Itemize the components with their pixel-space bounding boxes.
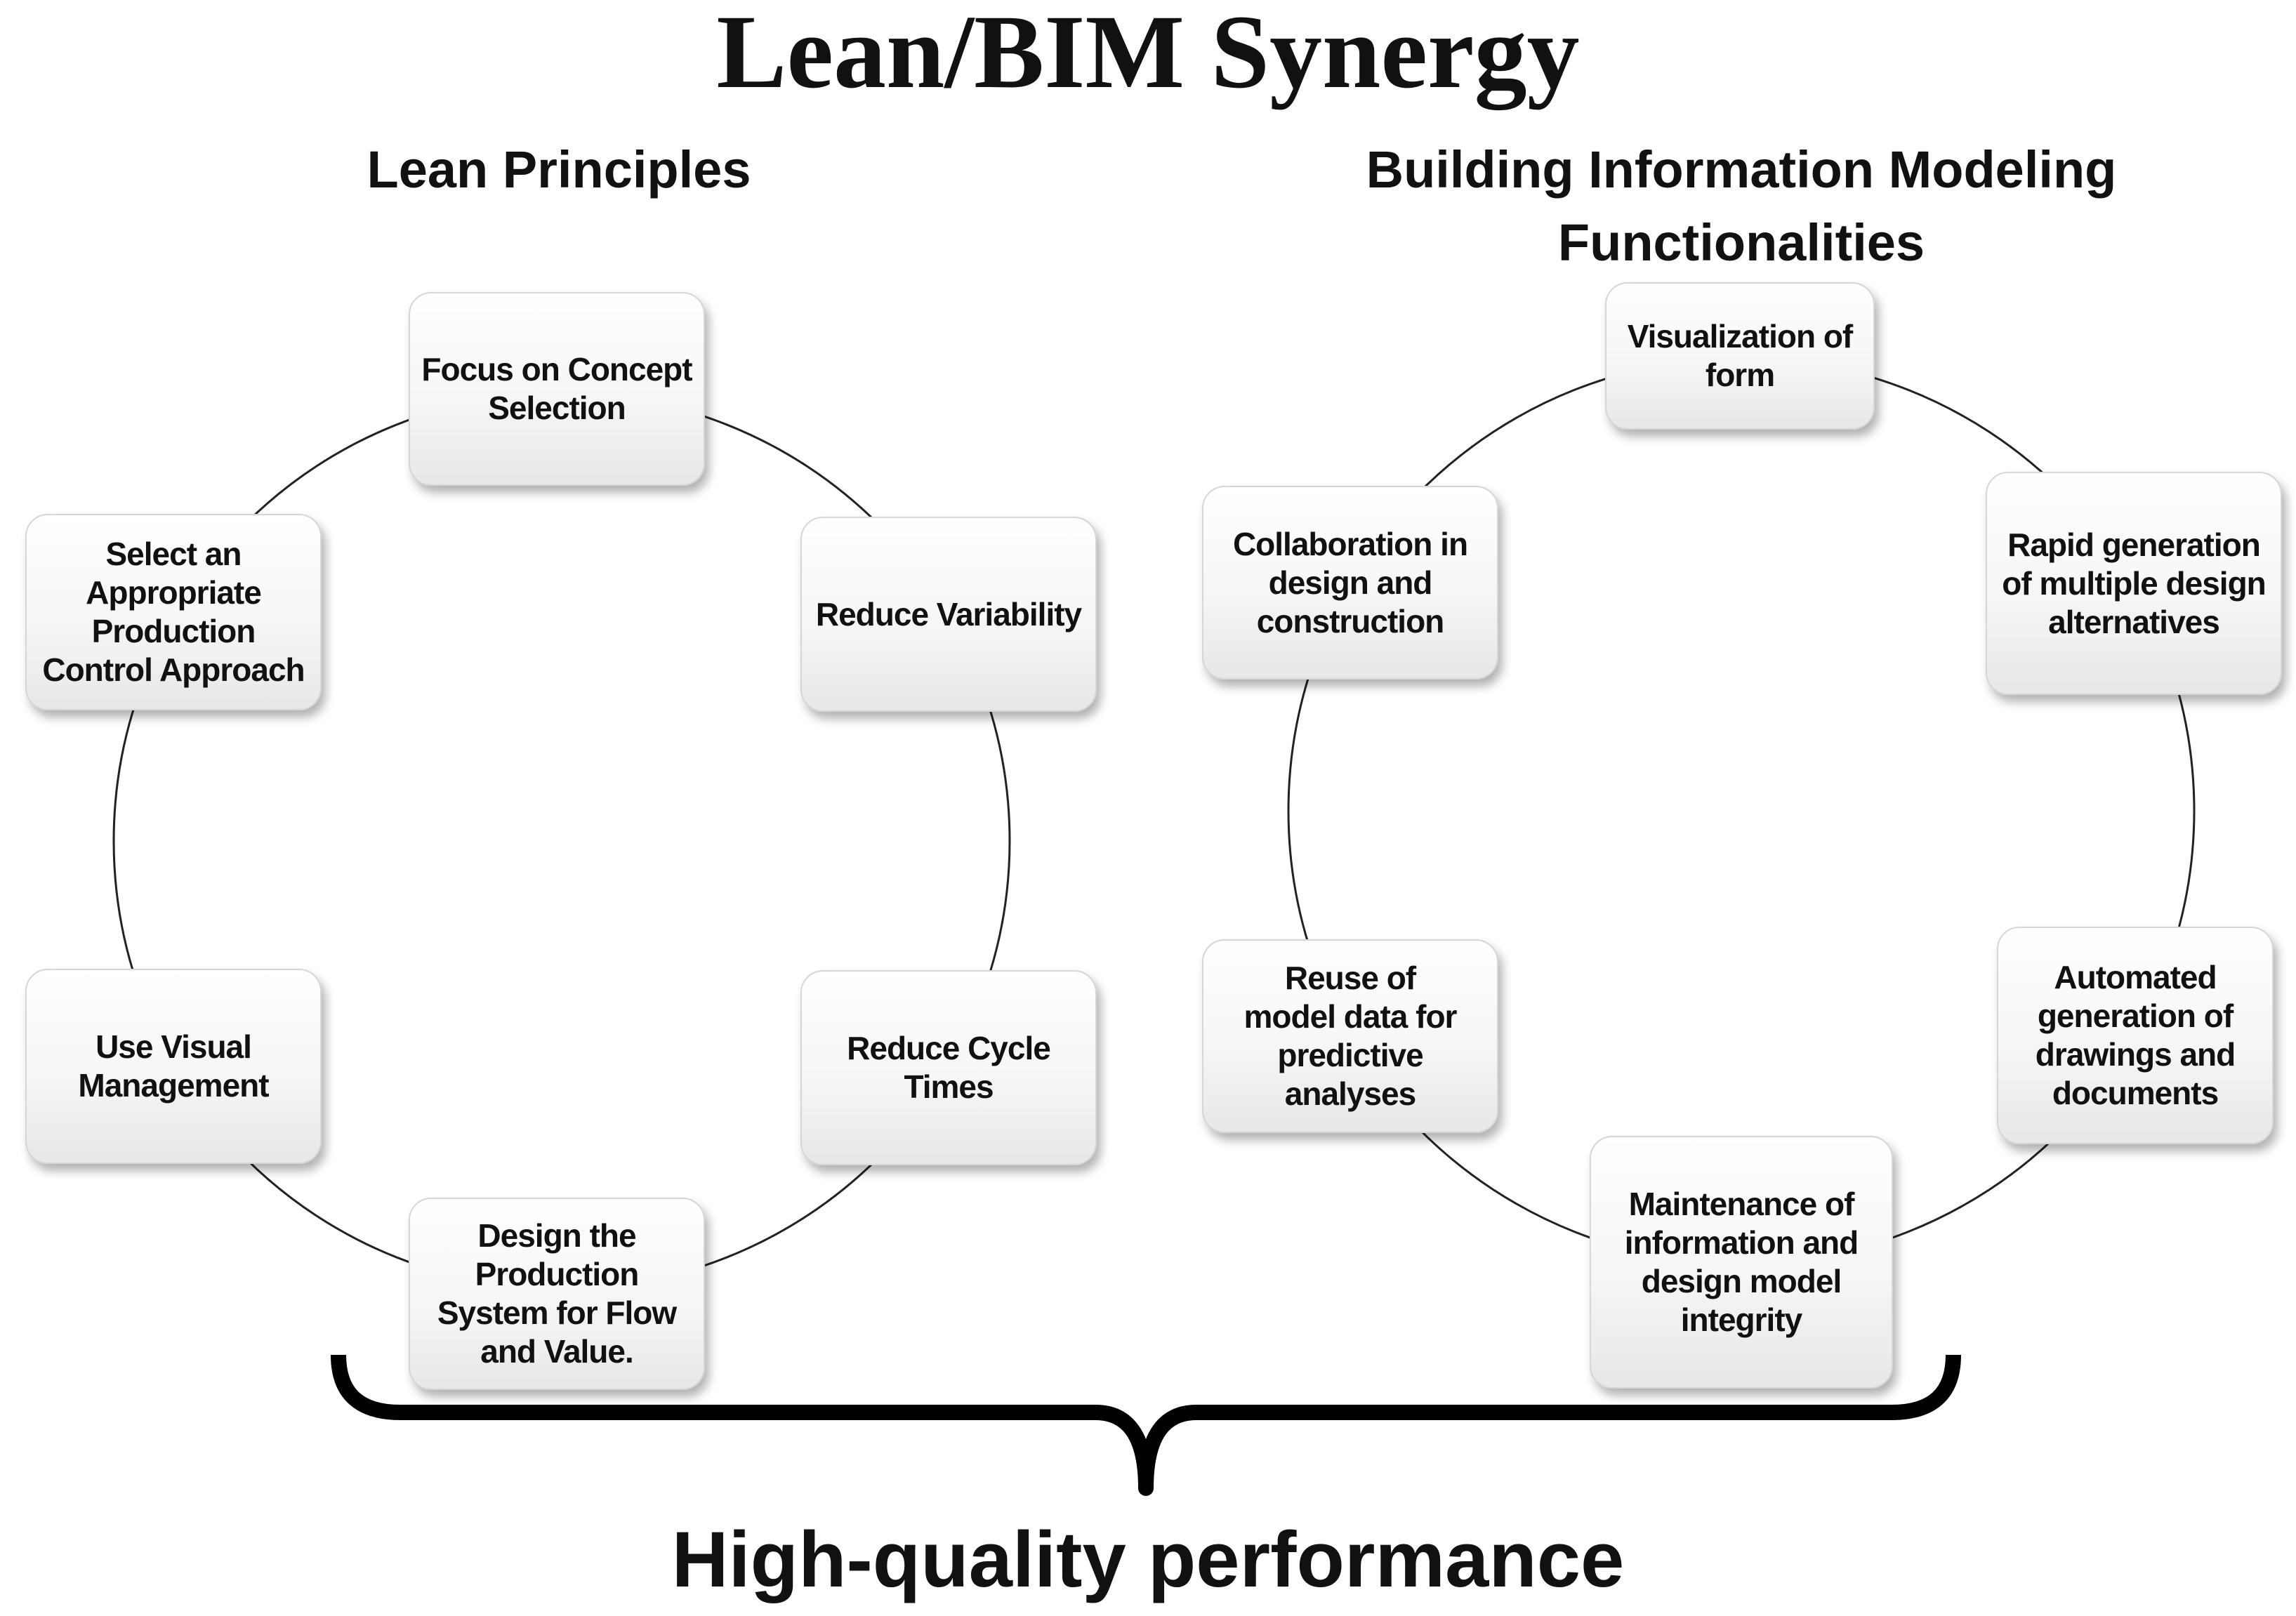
lean-node-reduce-cycle-times: Reduce Cycle Times	[800, 970, 1097, 1165]
bim-node-visualization-of-form: Visualization of form	[1605, 282, 1875, 430]
bim-node-maintenance-of-model-integrity: Maintenance of information and design mo…	[1590, 1136, 1893, 1389]
curly-brace	[331, 1354, 1961, 1496]
bim-node-rapid-generation-of-alternatives: Rapid generation of multiple design alte…	[1986, 472, 2282, 695]
bim-node-automated-generation-of-drawings: Automated generation of drawings and doc…	[1997, 927, 2274, 1144]
lean-node-select-production-control-approach: Select an Appropriate Production Control…	[25, 514, 322, 710]
lean-node-use-visual-management: Use Visual Management	[25, 969, 322, 1164]
bim-node-reuse-of-model-data: Reuse of model data for predictive analy…	[1202, 939, 1498, 1133]
outcome-label: High-quality performance	[671, 1516, 1625, 1603]
lean-node-design-production-system: Design the Production System for Flow an…	[409, 1198, 705, 1390]
bim-functionalities-heading: Building Information Modeling Functional…	[1366, 140, 2117, 272]
lean-node-reduce-variability: Reduce Variability	[800, 517, 1097, 712]
diagram-title: Lean/BIM Synergy	[716, 0, 1580, 110]
bim-node-collaboration-in-design: Collaboration in design and construction	[1202, 486, 1498, 680]
lean-principles-heading: Lean Principles	[367, 140, 751, 199]
lean-node-focus-on-concept-selection: Focus on Concept Selection	[409, 292, 705, 486]
